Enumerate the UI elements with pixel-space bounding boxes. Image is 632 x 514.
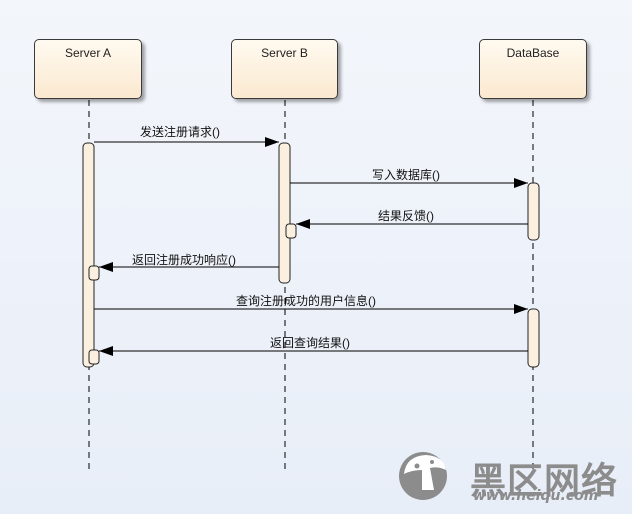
activation-server-b <box>278 142 291 284</box>
participant-label: DataBase <box>506 46 560 60</box>
activation-database-1 <box>527 182 540 241</box>
activation-database-2 <box>527 308 540 368</box>
message-label: 结果反馈() <box>378 209 434 223</box>
participant-label: Server A <box>64 46 112 60</box>
watermark-text: 黑区网络 <box>470 461 619 502</box>
return-activation-server-b <box>285 223 297 239</box>
message-label: 查询注册成功的用户信息() <box>236 294 376 308</box>
watermark-url: www.heiqu.com <box>473 488 599 504</box>
participant-server-b: Server B <box>231 39 338 99</box>
mushroom-logo-icon <box>399 452 447 500</box>
participant-server-a: Server A <box>34 39 142 99</box>
activation-server-a <box>82 142 95 368</box>
return-activation-server-a-1 <box>88 265 100 281</box>
participant-label: Server B <box>261 46 308 60</box>
return-activation-server-a-2 <box>88 349 100 365</box>
message-label: 返回查询结果() <box>270 336 350 350</box>
message-label: 返回注册成功响应() <box>132 253 236 267</box>
message-label: 写入数据库() <box>372 168 440 182</box>
message-label: 发送注册请求() <box>140 125 220 139</box>
participant-database: DataBase <box>479 39 587 99</box>
